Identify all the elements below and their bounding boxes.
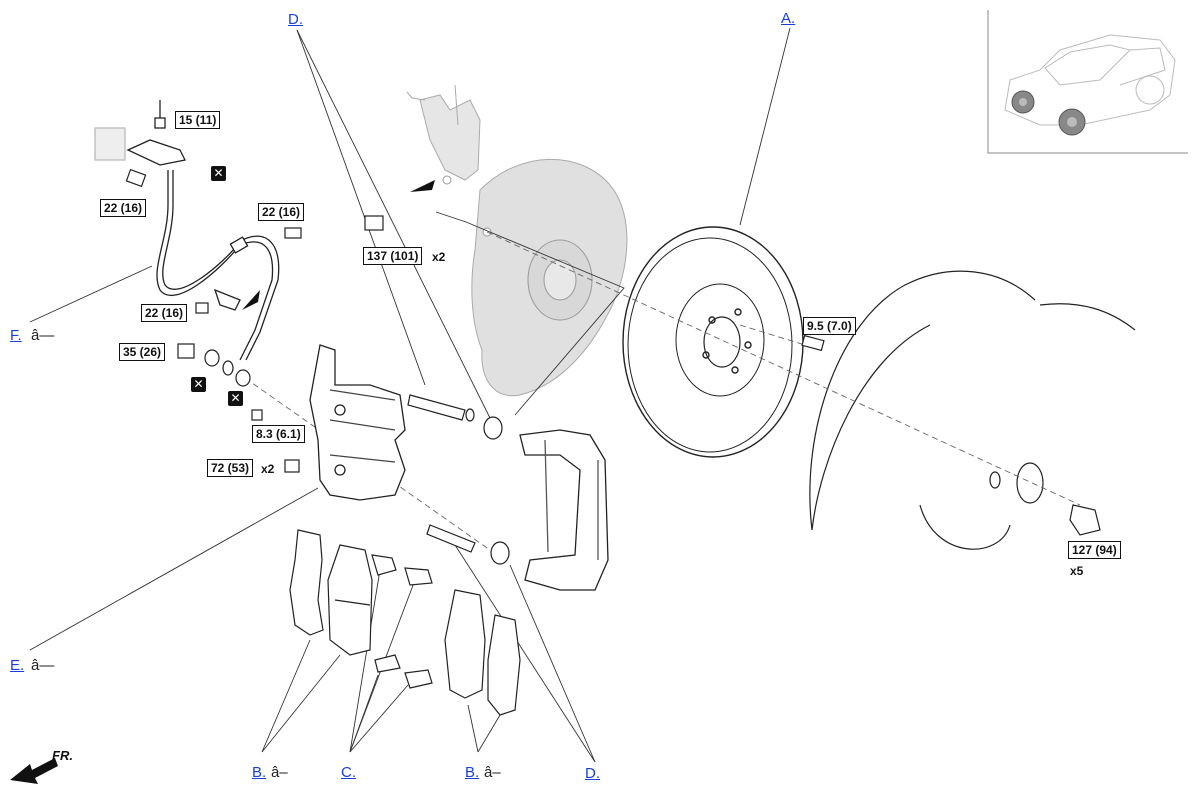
callout-link-d-bottom[interactable]: D.	[585, 765, 600, 782]
quantity-label: x2	[432, 250, 446, 264]
caliper-bracket	[519, 429, 609, 591]
steering-knuckle	[406, 84, 628, 397]
torque-spec-label: 9.5 (7.0)	[803, 317, 856, 335]
non-reusable-part-icon: ✕	[228, 391, 243, 406]
torque-spec-label: 22 (16)	[258, 203, 305, 221]
callout-link-f[interactable]: F.	[10, 327, 22, 344]
torque-spec-label: 22 (16)	[100, 199, 147, 217]
quantity-label: x5	[1070, 564, 1084, 578]
callout-link-c[interactable]: C.	[341, 764, 356, 781]
brake-pads	[289, 529, 521, 716]
dashed-axis-lines	[244, 231, 1081, 551]
torque-spec-label: 72 (53)	[207, 459, 254, 477]
callout-link-b-right[interactable]: B.	[465, 764, 480, 781]
brake-hose	[94, 100, 280, 361]
service-manual-book-icon: â—	[31, 657, 55, 674]
front-direction-label: FR.	[52, 748, 73, 763]
torque-spec-label: 22 (16)	[141, 304, 188, 322]
pad-clips	[371, 554, 433, 689]
callout-link-e[interactable]: E.	[10, 657, 25, 674]
non-reusable-part-icon: ✕	[191, 377, 206, 392]
service-manual-book-icon: â—	[31, 327, 55, 344]
non-reusable-part-icon: ✕	[211, 166, 226, 181]
quantity-label: x2	[261, 462, 275, 476]
direction-pointer	[242, 290, 260, 310]
callout-link-a[interactable]: A.	[781, 10, 796, 27]
torque-spec-label: 8.3 (6.1)	[252, 425, 305, 443]
front-direction-arrow	[10, 758, 58, 784]
fasteners	[125, 168, 1101, 536]
callout-link-b-left[interactable]: B.	[252, 764, 267, 781]
vehicle-locator-inset	[987, 10, 1188, 154]
torque-spec-label: 15 (11)	[175, 111, 221, 129]
torque-spec-label: 127 (94)	[1068, 541, 1121, 559]
brake-caliper	[309, 344, 406, 501]
callout-link-d-top[interactable]: D.	[288, 11, 303, 28]
wheel-rim	[809, 270, 1136, 550]
direction-pointer	[410, 180, 435, 192]
brake-rotor	[622, 226, 804, 458]
slide-pins	[407, 394, 510, 565]
leader-lines	[29, 27, 791, 763]
torque-spec-label: 35 (26)	[119, 343, 166, 361]
caution-triangle-icon: â–	[271, 764, 288, 781]
caution-triangle-icon: â–	[484, 764, 501, 781]
torque-spec-label: 137 (101)	[363, 247, 423, 265]
